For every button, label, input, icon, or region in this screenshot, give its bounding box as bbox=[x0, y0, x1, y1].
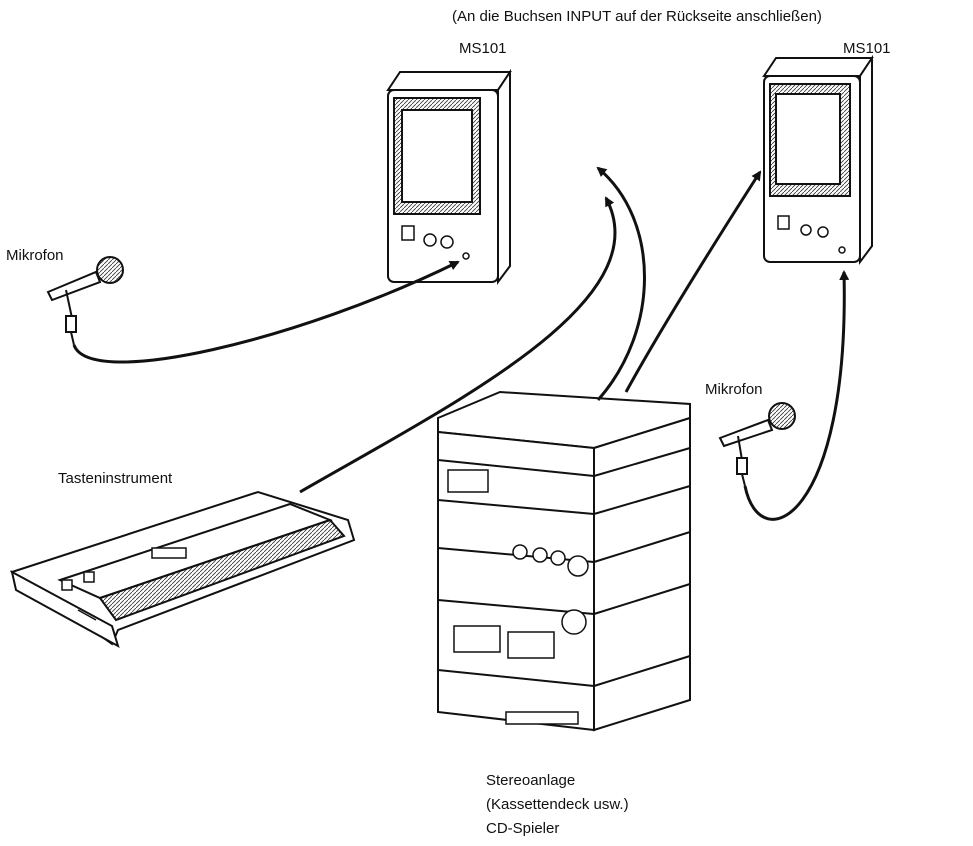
cable-keyboard bbox=[299, 196, 617, 494]
speaker-left-label: MS101 bbox=[459, 40, 507, 57]
microphone-icon bbox=[46, 256, 124, 346]
cable-mic-left bbox=[72, 260, 460, 364]
stereo-label-line2: (Kassettendeck usw.) bbox=[486, 796, 629, 813]
speaker-right-label: MS101 bbox=[843, 40, 891, 57]
cable-stereo-right bbox=[624, 170, 762, 393]
keyboard-icon bbox=[9, 490, 356, 649]
mic-left-label: Mikrofon bbox=[6, 247, 64, 264]
stereo-label-line3: CD-Spieler bbox=[486, 820, 560, 837]
cable-stereo-left bbox=[596, 166, 646, 401]
mic-right-label: Mikrofon bbox=[705, 381, 763, 398]
stereo-label-line1: Stereoanlage bbox=[486, 772, 576, 789]
microphone-icon bbox=[718, 402, 796, 487]
cables bbox=[72, 166, 850, 521]
speaker-icon bbox=[762, 54, 874, 265]
cable-mic-right bbox=[743, 270, 850, 521]
speaker-icon bbox=[386, 68, 512, 285]
keyboard-label: Tasteninstrument bbox=[58, 470, 173, 487]
stereo-rack-icon bbox=[437, 390, 691, 732]
note-label: (An die Buchsen INPUT auf der Rückseite … bbox=[452, 8, 822, 25]
